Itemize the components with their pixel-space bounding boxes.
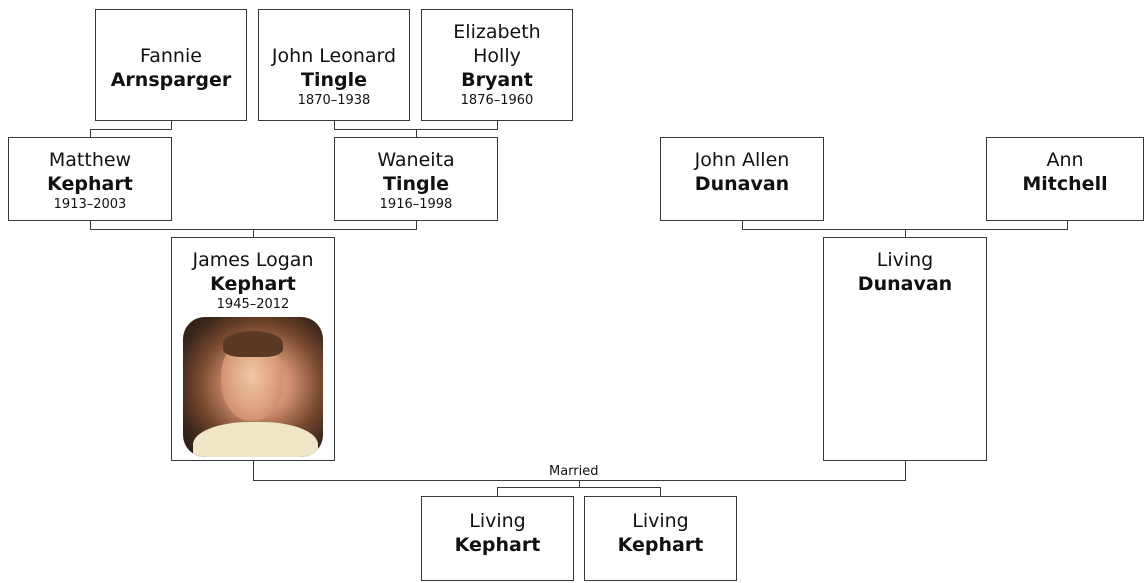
connector-line (660, 487, 661, 496)
surname: Tingle (301, 69, 367, 91)
given-name: James Logan (192, 249, 314, 271)
connector-line (497, 487, 498, 496)
connector-line (253, 229, 254, 237)
life-dates: 1876–1960 (460, 93, 534, 108)
surname: Kephart (47, 173, 133, 195)
connector-line (497, 487, 661, 488)
connector-line (579, 480, 580, 488)
connector-line (905, 460, 906, 481)
given-name: Living (632, 510, 689, 532)
surname: Tingle (383, 173, 449, 195)
connector-line (90, 129, 91, 137)
person-card-living-kephart-2[interactable]: Living Kephart (584, 496, 737, 581)
person-card-matthew-kephart[interactable]: Matthew Kephart 1913–2003 (8, 137, 172, 221)
person-card-ann-mitchell[interactable]: Ann Mitchell (986, 137, 1144, 221)
person-card-waneita-tingle[interactable]: Waneita Tingle 1916–1998 (334, 137, 498, 221)
person-card-living-kephart-1[interactable]: Living Kephart (421, 496, 574, 581)
surname: Dunavan (694, 173, 790, 195)
person-card-living-dunavan[interactable]: Living Dunavan (823, 237, 987, 461)
given-name: Ann (1046, 149, 1084, 171)
portrait-hair (223, 331, 283, 357)
connector-line (334, 121, 335, 130)
surname: Kephart (454, 534, 541, 556)
life-dates: 1870–1938 (297, 93, 371, 108)
life-dates: 1945–2012 (216, 297, 290, 312)
surname: Arnsparger (110, 69, 232, 91)
given-name: Living (876, 249, 934, 271)
surname: Kephart (617, 534, 704, 556)
connector-line (90, 129, 172, 130)
connector-line (90, 221, 91, 230)
person-card-john-leonard-tingle[interactable]: John Leonard Tingle 1870–1938 (258, 9, 410, 121)
connector-line (905, 229, 906, 237)
life-dates: 1913–2003 (53, 197, 127, 212)
given-name: Waneita (377, 149, 455, 171)
life-dates: 1916–1998 (379, 197, 453, 212)
connector-line (171, 121, 172, 130)
given-name: Fannie (140, 45, 202, 67)
connector-line (416, 221, 417, 230)
given-name: John Leonard (271, 45, 397, 67)
person-card-john-allen-dunavan[interactable]: John Allen Dunavan (660, 137, 824, 221)
connector-line (253, 460, 254, 481)
given-name: Matthew (48, 149, 132, 171)
given-name: John Allen (694, 149, 790, 171)
portrait-shirt (193, 422, 318, 457)
surname: Mitchell (1022, 173, 1108, 195)
surname: Dunavan (857, 273, 953, 295)
surname: Bryant (461, 69, 533, 91)
connector-line (1067, 221, 1068, 230)
person-card-james-logan-kephart[interactable]: James Logan Kephart 1945–2012 (171, 237, 335, 461)
connector-line (497, 121, 498, 130)
given-name: Living (469, 510, 526, 532)
connector-line (416, 129, 417, 137)
married-label: Married (547, 464, 601, 479)
given-name: Elizabeth Holly (453, 21, 541, 67)
portrait-photo[interactable] (183, 317, 323, 457)
connector-line (742, 221, 743, 230)
person-card-fannie-arnsparger[interactable]: Fannie Arnsparger (95, 9, 247, 121)
surname: Kephart (210, 273, 296, 295)
person-card-elizabeth-holly-bryant[interactable]: Elizabeth Holly Bryant 1876–1960 (421, 9, 573, 121)
